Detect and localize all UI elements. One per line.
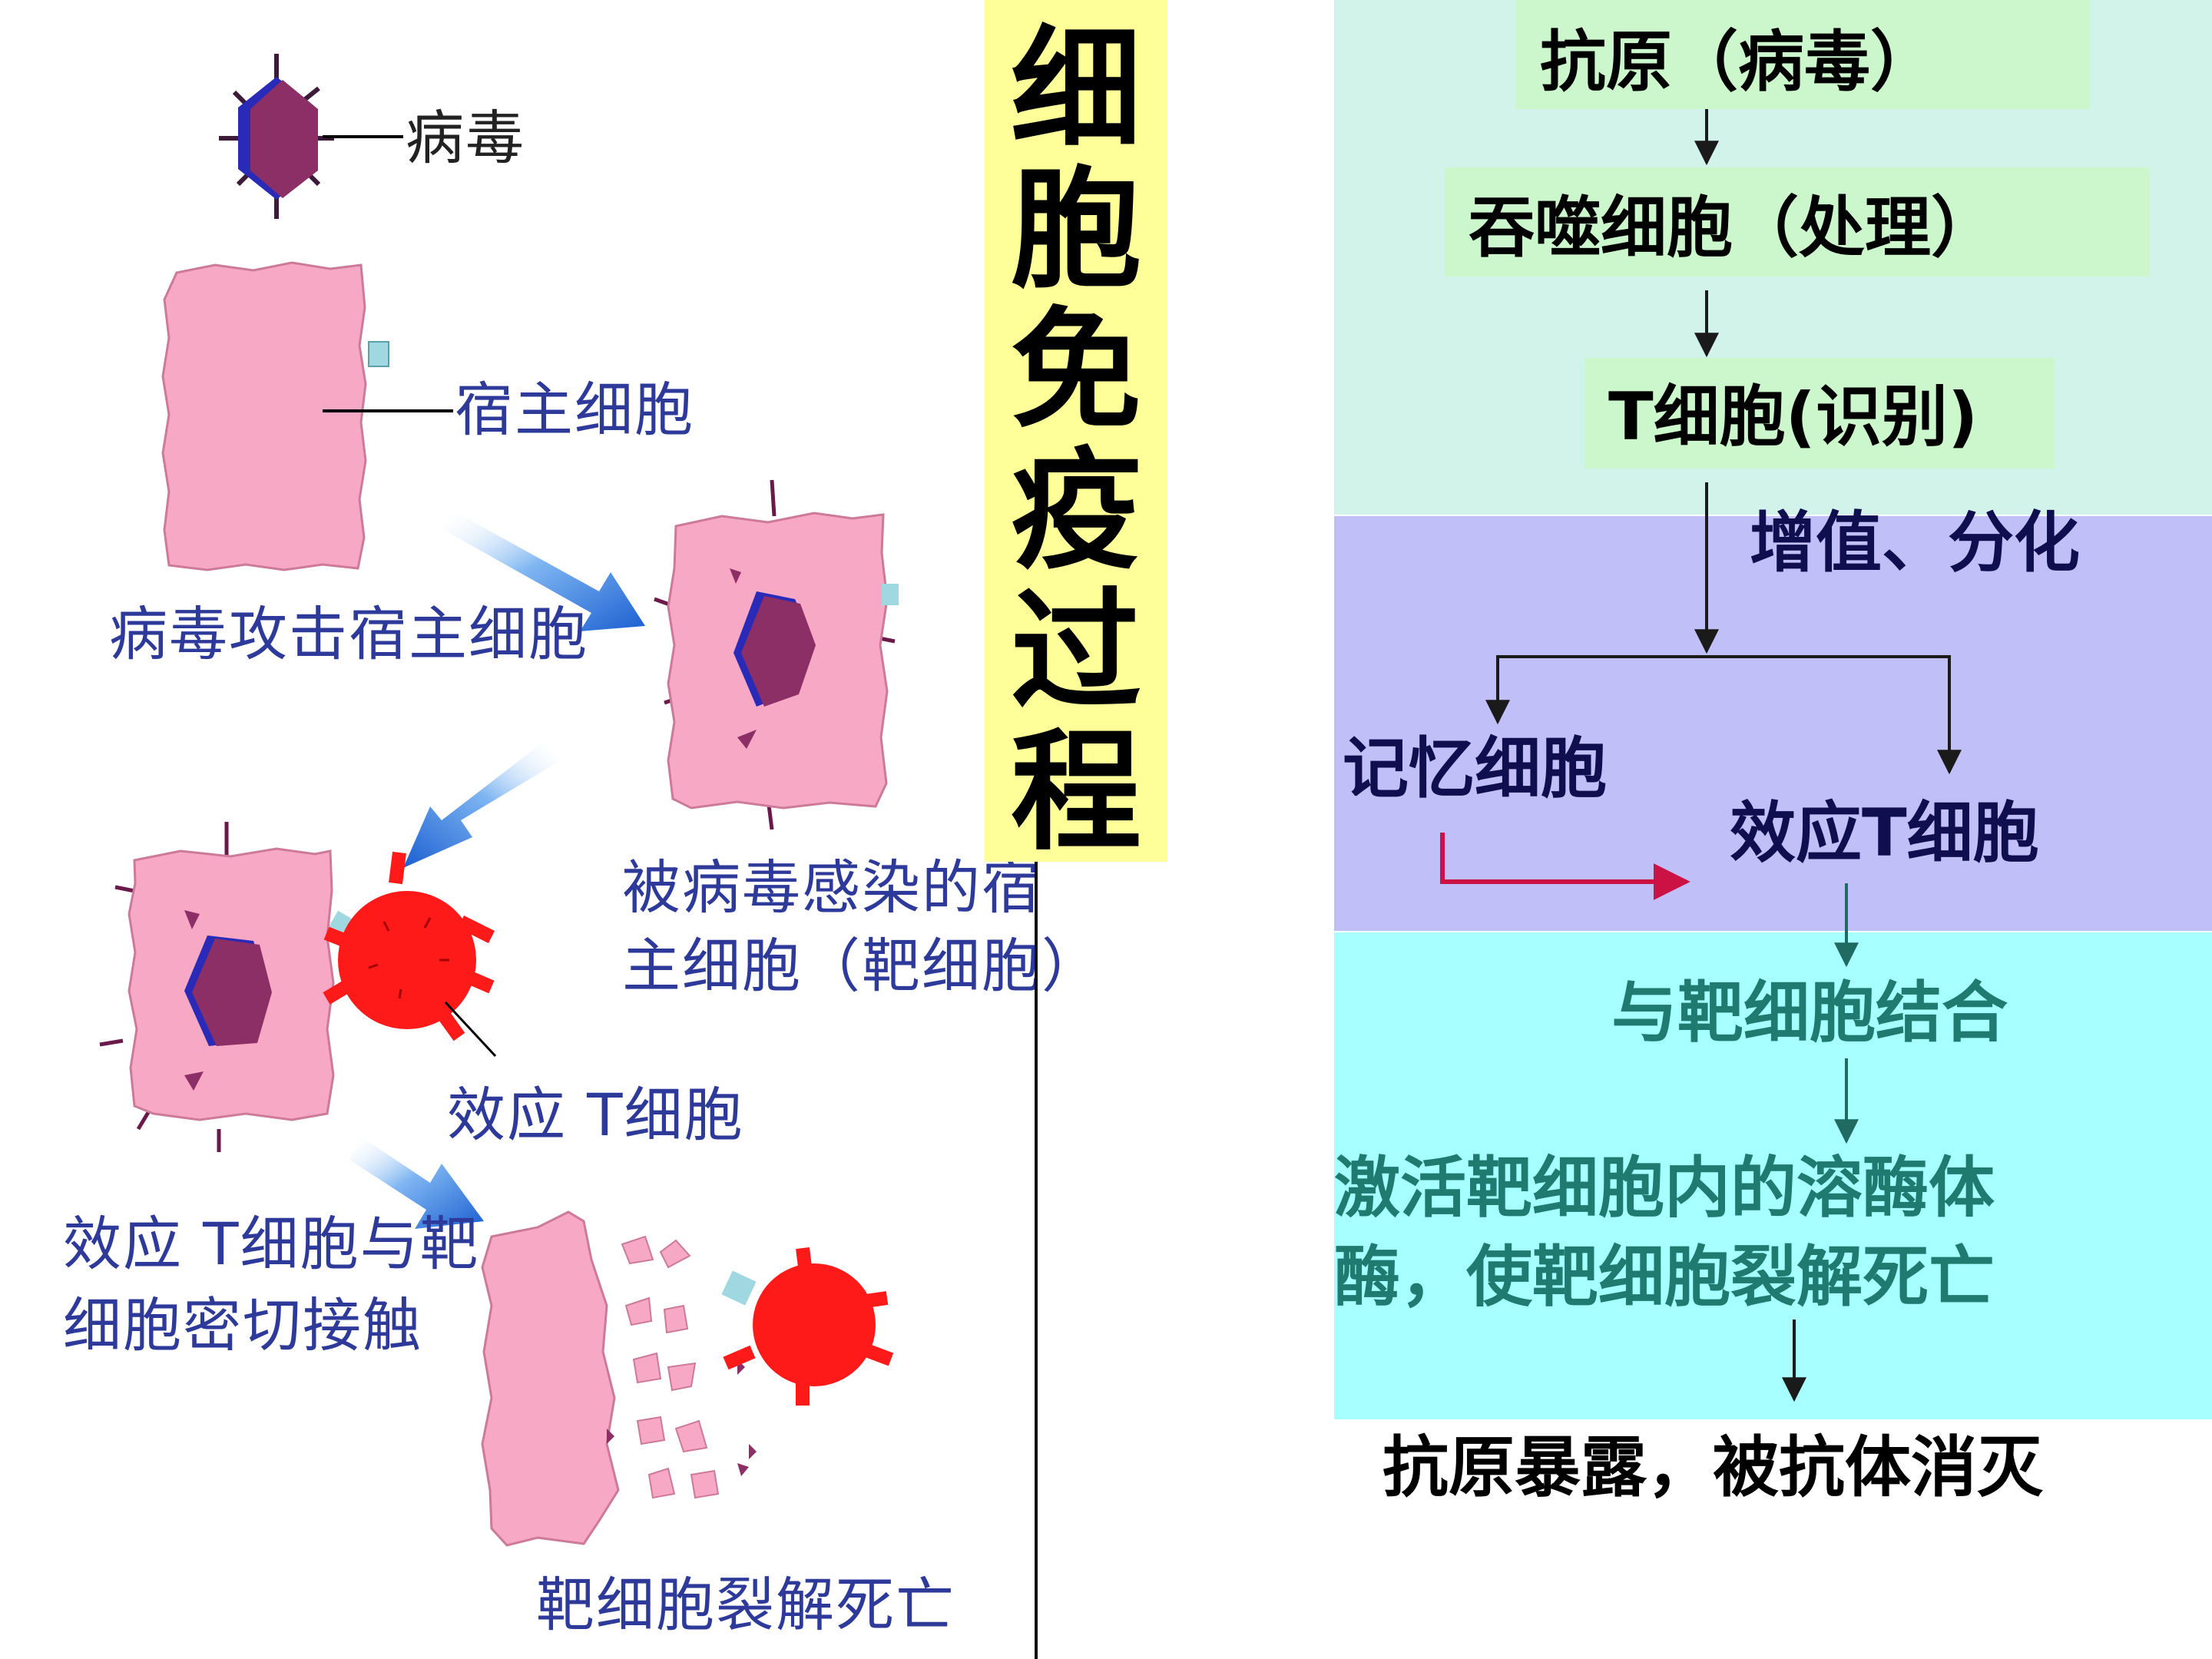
- title-box: 细胞免疫过程: [985, 0, 1167, 863]
- effector-t-cell-icon: [323, 851, 497, 1058]
- infected-cell-icon: [654, 479, 899, 830]
- band-differentiation: [1334, 516, 2212, 931]
- contact-label-line1: 效应 T细胞与靶: [63, 1210, 480, 1278]
- title-char-0: 细: [1010, 14, 1141, 166]
- title-char-5: 程: [1010, 717, 1141, 869]
- phagocyte-box: [1445, 167, 2150, 276]
- lysis-label: 靶细胞裂解死亡: [536, 1571, 955, 1639]
- bind-target-label: 与靶细胞结合: [1611, 975, 2008, 1051]
- antigen-box: [1515, 0, 2090, 109]
- arrow-1-icon: [444, 511, 645, 631]
- effector-t-cell-label: 效应T细胞: [1730, 795, 2039, 872]
- title-char-1: 胞: [1010, 154, 1141, 306]
- band-effect: [1334, 932, 2212, 1419]
- arrow-2-icon: [403, 743, 561, 868]
- antigen-label: 抗原（病毒）: [1540, 24, 1936, 101]
- phagocyte-label: 吞噬细胞（处理）: [1469, 190, 1997, 267]
- attack-label: 病毒攻击宿主细胞: [109, 600, 588, 668]
- contact-label-line2: 细胞密切接触: [63, 1291, 422, 1359]
- antigen-exposed-label: 抗原暴露，被抗体消灭: [1382, 1429, 2043, 1506]
- activate-label-line1: 激活靶细胞内的溶酶体: [1334, 1150, 1995, 1227]
- divider: [1035, 862, 1038, 1659]
- activate-label-line2: 酶，使靶细胞裂解死亡: [1334, 1239, 1995, 1316]
- virus-icon: [219, 54, 403, 219]
- page-title: 细胞免疫过程: [985, 20, 1167, 863]
- title-char-3: 疫: [1010, 435, 1141, 588]
- infected-label-line1: 被病毒感染的宿: [622, 853, 1041, 922]
- title-char-2: 免: [1010, 295, 1141, 447]
- lysed-cell-icon: [481, 1210, 757, 1547]
- virus-label: 病毒: [406, 104, 525, 172]
- arrow-3-icon: [349, 1137, 484, 1229]
- memory-cell-label: 记忆细胞: [1343, 730, 1607, 807]
- proliferate-label: 增值、分化: [1750, 505, 2080, 581]
- arrow-memory-effector: [1440, 833, 1690, 900]
- title-char-4: 过: [1010, 576, 1141, 728]
- effector-label: 效应 T细胞: [447, 1081, 744, 1149]
- effector-t-cell-lysis-icon: [721, 1247, 894, 1406]
- host-cell-icon: [161, 261, 453, 571]
- t-cell-box: [1584, 358, 2055, 469]
- t-cell-label: T细胞(识别): [1608, 379, 1979, 455]
- infected-label-line2: 主细胞（靶细胞）: [622, 932, 1101, 1000]
- host-cell-label: 宿主细胞: [455, 376, 694, 444]
- target-cell-contact-icon: [99, 822, 354, 1152]
